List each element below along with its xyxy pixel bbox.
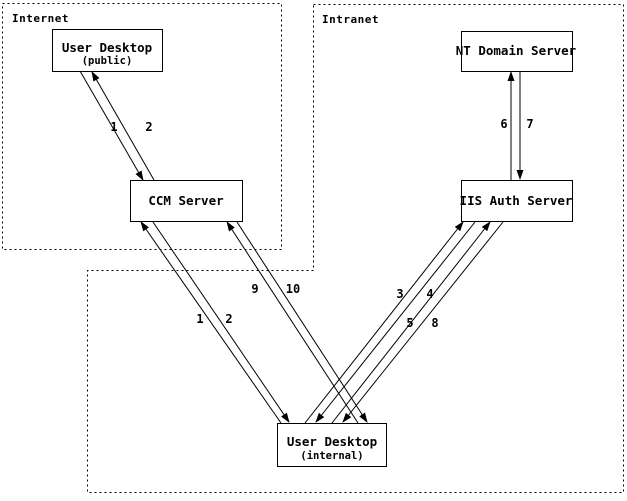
- node-nt-domain-server: NT Domain Server: [456, 31, 577, 72]
- node-user-desktop-internal-box: [277, 423, 387, 467]
- arrow-2-public-line: [91, 71, 155, 181]
- node-iis-auth-server-box: [461, 180, 573, 222]
- arrow-1-internal-label: 1: [196, 312, 203, 326]
- region-intranet-outline: [87, 4, 624, 493]
- arrow-2-public-label: 2: [145, 120, 152, 134]
- arrow-9-line: [226, 221, 359, 424]
- node-ccm-server: CCM Server: [130, 180, 243, 222]
- arrow-9-label: 9: [251, 282, 258, 296]
- region-internet-outline: [2, 3, 282, 250]
- arrow-3-line: [304, 221, 464, 424]
- arrow-8-line: [342, 221, 504, 423]
- node-user-desktop-internal: User Desktop (internal): [277, 423, 387, 467]
- node-user-desktop-internal-label: User Desktop: [287, 434, 377, 449]
- node-iis-auth-server-label: IIS Auth Server: [460, 193, 573, 208]
- node-user-desktop-public: User Desktop (public): [52, 29, 163, 72]
- node-user-desktop-public-label: User Desktop: [62, 40, 152, 55]
- arrow-1-internal-line: [140, 221, 282, 424]
- arrow-5-label: 5: [406, 316, 413, 330]
- arrow-1-public-line: [79, 70, 144, 181]
- node-nt-domain-server-box: [461, 31, 573, 72]
- node-user-desktop-public-sublabel: (public): [82, 55, 133, 67]
- node-ccm-server-label: CCM Server: [148, 193, 224, 208]
- arrow-8-label: 8: [431, 316, 438, 330]
- node-user-desktop-public-box: [52, 29, 163, 72]
- node-ccm-server-box: [130, 180, 243, 222]
- region-intranet-label: Intranet: [322, 13, 379, 26]
- node-user-desktop-internal-sublabel: (internal): [300, 450, 363, 462]
- node-nt-domain-server-label: NT Domain Server: [456, 43, 577, 58]
- arrow-6-label: 6: [500, 117, 507, 131]
- arrow-10-label: 10: [286, 282, 300, 296]
- arrow-7-label: 7: [526, 117, 533, 131]
- arrow-4-line: [315, 221, 476, 423]
- arrow-5-line: [331, 221, 491, 424]
- arrow-2-internal-line: [152, 221, 290, 423]
- arrow-1-public-label: 1: [110, 120, 117, 134]
- arrow-10-line: [236, 221, 368, 423]
- arrow-3-label: 3: [396, 287, 403, 301]
- region-internet-label: Internet: [12, 12, 69, 25]
- arrow-2-internal-label: 2: [225, 312, 232, 326]
- arrow-4-label: 4: [426, 287, 433, 301]
- node-iis-auth-server: IIS Auth Server: [460, 180, 573, 222]
